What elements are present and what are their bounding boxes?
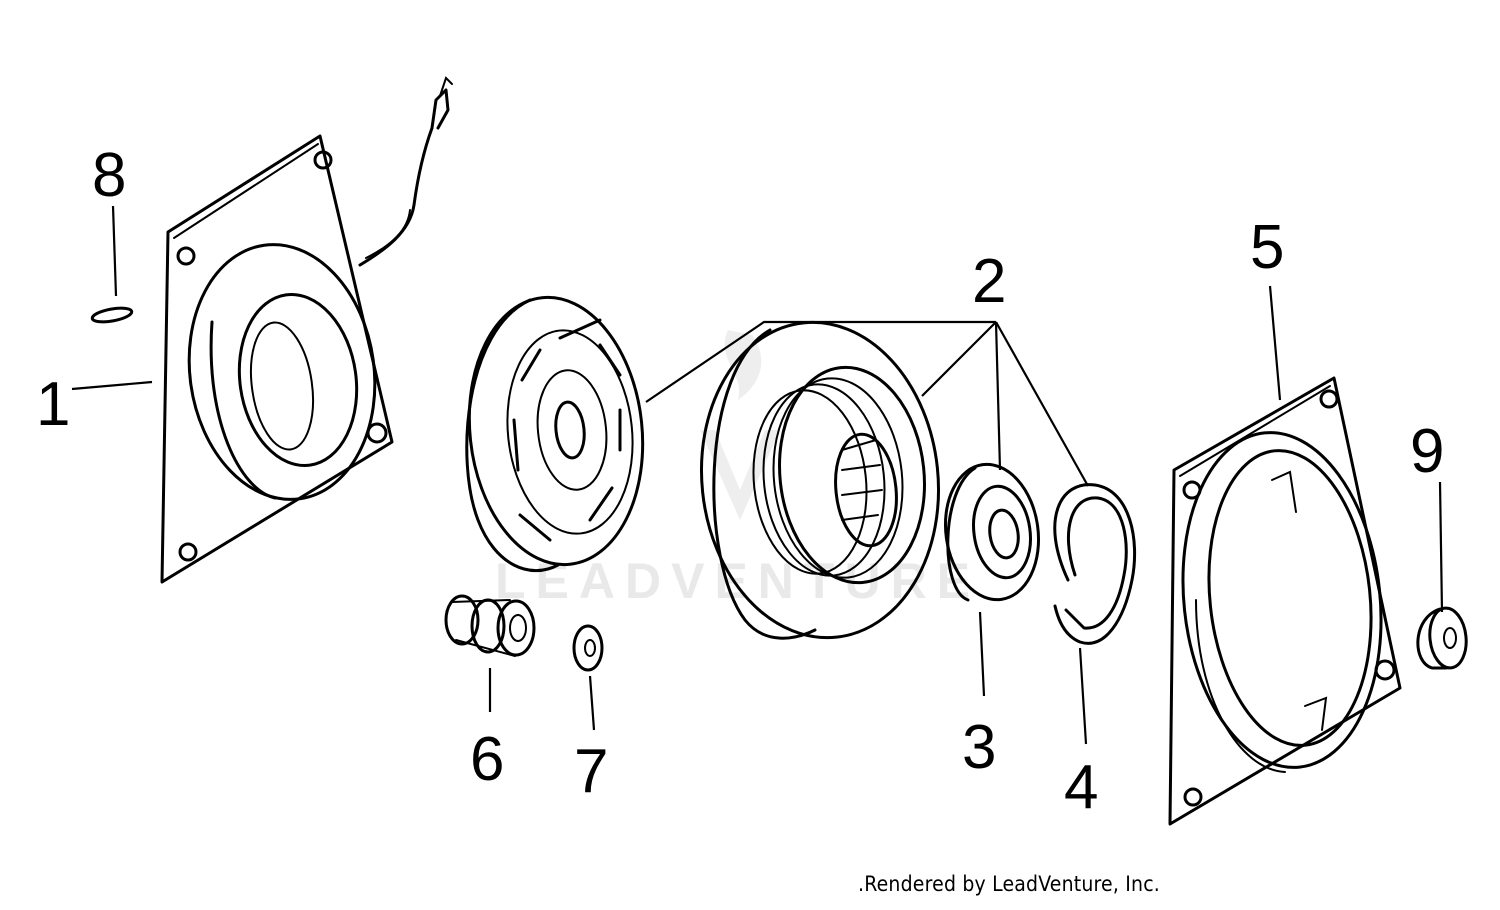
watermark: LEADVENTURE <box>495 330 980 609</box>
part-9-nut <box>1416 606 1468 670</box>
callout-2: 2 <box>972 247 1006 316</box>
callout-4: 4 <box>1064 753 1098 822</box>
callout-8: 8 <box>92 141 126 210</box>
part-4-snap-ring <box>1053 483 1137 645</box>
callout-6: 6 <box>470 725 504 794</box>
part-7-washer <box>572 624 604 672</box>
callout-3: 3 <box>962 713 996 782</box>
part-3-bearing <box>943 462 1041 602</box>
part-5-rear-plate <box>1168 376 1402 826</box>
render-credit: .Rendered by LeadVenture, Inc. <box>858 872 1160 896</box>
part-6-shims <box>444 594 536 657</box>
watermark-text: LEADVENTURE <box>495 553 980 609</box>
part-8-pin <box>90 306 134 324</box>
part-2-pulley <box>699 320 941 640</box>
callout-9: 9 <box>1410 417 1444 486</box>
leader-lines <box>71 205 1444 745</box>
part-2-armature-plate <box>465 295 645 573</box>
callout-7: 7 <box>574 737 608 806</box>
callout-1: 1 <box>36 370 70 439</box>
callout-5: 5 <box>1250 213 1284 282</box>
part-1-field-coil-plate <box>160 76 453 584</box>
callouts: 1 2 3 4 5 6 7 8 9 <box>36 141 1444 822</box>
